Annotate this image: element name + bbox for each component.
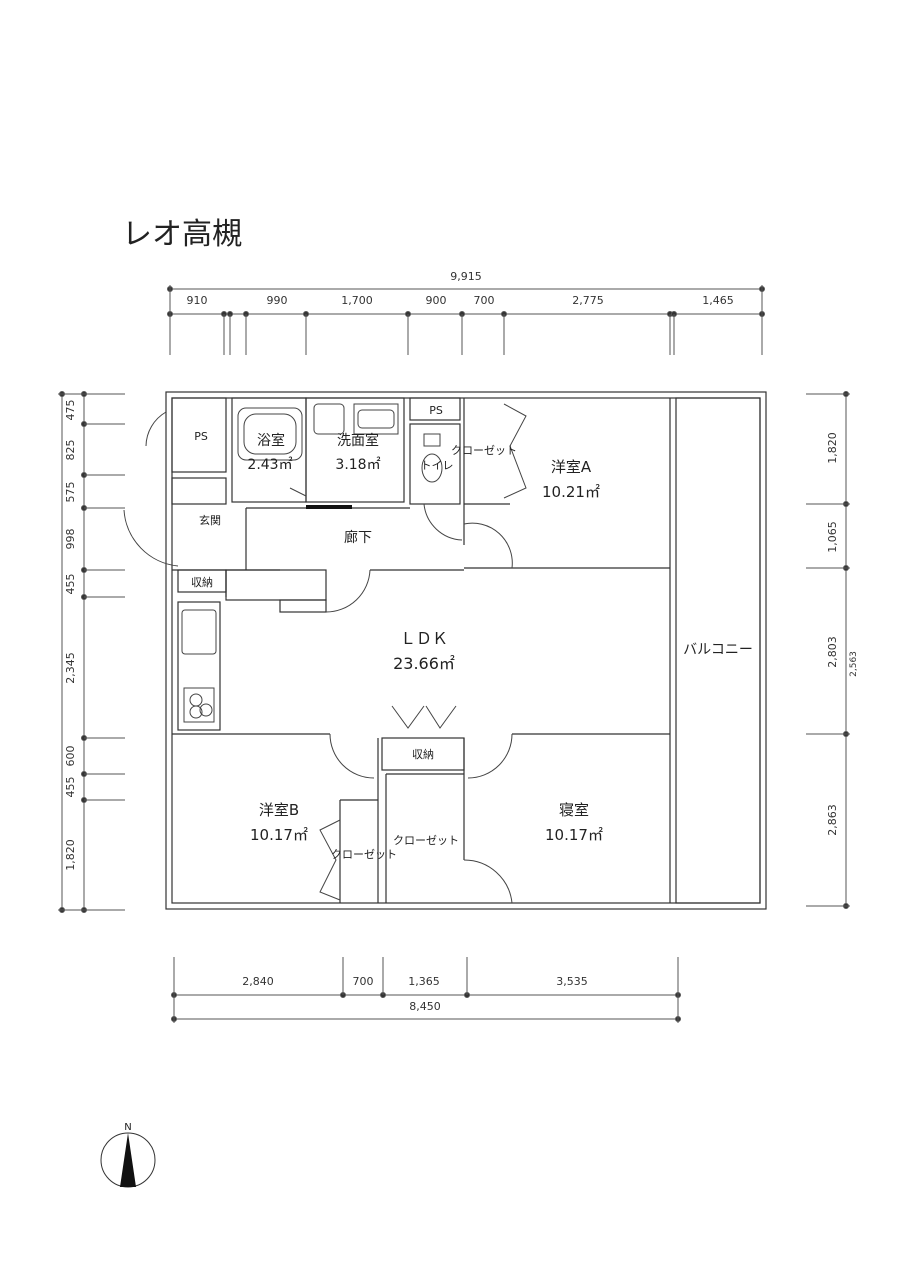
compass: N xyxy=(100,1122,156,1188)
dim-bottom-3: 1,365 xyxy=(408,975,440,988)
bedroom-area: 10.17㎡ xyxy=(545,826,603,844)
dim-left-2: 825 xyxy=(64,440,77,461)
dim-bottom-total: 8,450 xyxy=(409,1000,441,1013)
western-a-label: 洋室A xyxy=(551,458,592,476)
dim-right-1: 1,820 xyxy=(826,432,839,464)
dim-right-4: 2,863 xyxy=(826,804,839,836)
toilet-label: トイレ xyxy=(421,459,454,472)
dim-top-4: 900 xyxy=(426,294,447,307)
bath-area: 2.43㎡ xyxy=(247,457,292,473)
bottom-dimension-lines xyxy=(171,957,681,1023)
dim-left-5: 455 xyxy=(64,574,77,595)
storage-ldk-label: 収納 xyxy=(412,748,434,761)
north-arrow-icon xyxy=(120,1133,136,1187)
washroom-door-threshold xyxy=(306,505,352,509)
closet-mid-label: クローゼット xyxy=(393,834,459,847)
ps-left-label: PS xyxy=(194,430,208,443)
hallway-label: 廊下 xyxy=(344,529,372,546)
dim-left-1: 475 xyxy=(64,400,77,421)
storage-entrance-label: 収納 xyxy=(191,576,213,589)
closet-toilet-label: クローゼット xyxy=(451,444,517,457)
walls xyxy=(165,391,767,910)
bedroom-label: 寝室 xyxy=(559,801,589,819)
dim-left-3: 575 xyxy=(64,482,77,503)
right-dimension-lines xyxy=(806,391,850,909)
top-dimension-lines xyxy=(167,285,765,355)
fixtures xyxy=(181,403,443,723)
balcony-label: バルコニー xyxy=(683,642,753,658)
dim-bottom-4: 3,535 xyxy=(556,975,588,988)
dim-right-3: 2,803 xyxy=(826,636,839,668)
bath-label: 浴室 xyxy=(257,432,285,449)
dim-bottom-1: 2,840 xyxy=(242,975,274,988)
dim-top-5: 700 xyxy=(474,294,495,307)
washroom-area: 3.18㎡ xyxy=(335,457,380,473)
dim-left-4: 998 xyxy=(64,529,77,550)
washroom-label: 洗面室 xyxy=(337,432,379,449)
ldk-label: ＬＤＫ xyxy=(400,629,448,648)
left-dimension-lines xyxy=(58,391,125,913)
dim-left-9: 1,820 xyxy=(64,839,77,871)
dim-top-7: 1,465 xyxy=(702,294,734,307)
property-title: レオ高槻 xyxy=(122,217,242,252)
ps-top-label: PS xyxy=(429,404,443,417)
dim-bottom-2: 700 xyxy=(353,975,374,988)
compass-north-label: N xyxy=(124,1122,131,1133)
doors xyxy=(123,403,527,904)
ldk-area: 23.66㎡ xyxy=(393,654,455,673)
dim-right-partial: 2,563 xyxy=(849,651,859,677)
dim-top-6: 2,775 xyxy=(572,294,604,307)
dim-left-6: 2,345 xyxy=(64,652,77,684)
dim-top-3: 1,700 xyxy=(341,294,373,307)
closet-b-label: クローゼット xyxy=(331,848,397,861)
dim-left-8: 455 xyxy=(64,777,77,798)
western-a-area: 10.21㎡ xyxy=(542,483,600,501)
entrance-label: 玄関 xyxy=(199,513,221,527)
dim-top-1: 910 xyxy=(187,294,208,307)
western-b-area: 10.17㎡ xyxy=(250,826,308,844)
dim-top-2: 990 xyxy=(267,294,288,307)
dim-left-7: 600 xyxy=(64,746,77,767)
western-b-label: 洋室B xyxy=(259,801,299,819)
dim-right-2: 1,065 xyxy=(826,521,839,553)
dim-top-total: 9,915 xyxy=(450,270,482,283)
